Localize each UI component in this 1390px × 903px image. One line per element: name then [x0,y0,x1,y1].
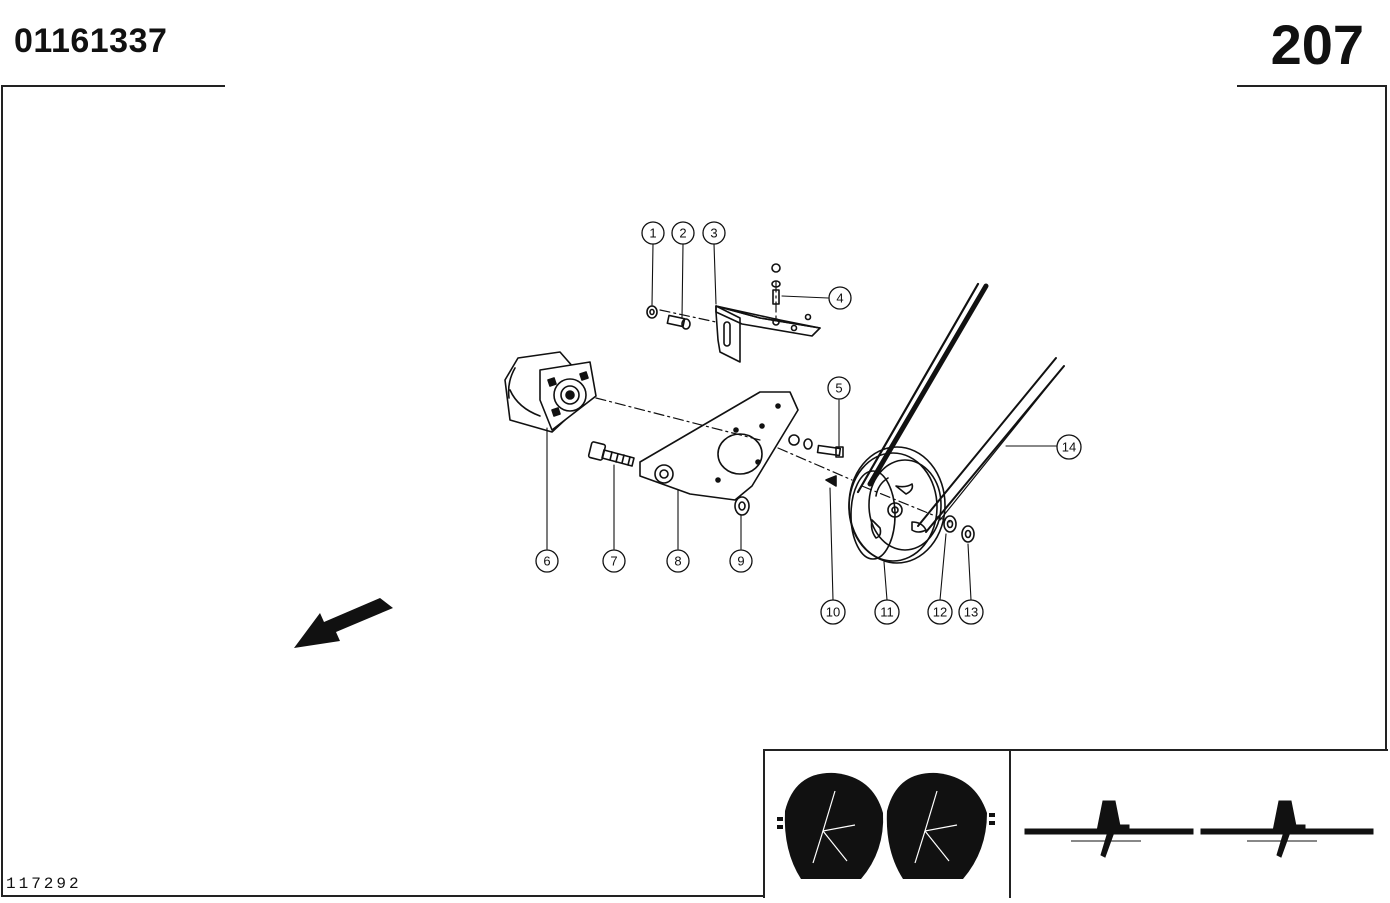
callout-10: 10 [820,599,846,625]
hardware-part-4 [771,263,781,305]
callout-9: 9 [729,549,753,573]
washer-part-1 [646,305,658,319]
callout-14: 14 [1056,434,1082,460]
callout-2: 2 [671,221,695,245]
callout-12: 12 [927,599,953,625]
callout-6: 6 [535,549,559,573]
callout-7: 7 [602,549,626,573]
washer-part-12 [943,515,957,533]
svg-text:1: 1 [649,226,656,241]
pulley-part-11 [848,446,946,564]
v-belt-part-14 [856,282,1065,533]
nut-part-9 [734,496,750,516]
angle-bracket-part-3 [715,305,821,363]
svg-text:5: 5 [835,381,842,396]
callout-5: 5 [827,376,851,400]
long-bolt-part-7 [587,441,635,467]
svg-text:2: 2 [679,226,686,241]
svg-text:7: 7 [610,554,617,569]
leader-lines [546,243,1058,601]
svg-text:8: 8 [674,554,681,569]
callout-3: 3 [702,221,726,245]
callouts: 1 2 3 4 5 6 7 8 9 10 11 12 13 14 [535,221,1082,625]
side-profile-illustration [1024,800,1374,858]
svg-text:12: 12 [933,605,947,620]
callout-11: 11 [874,599,900,625]
svg-text:9: 9 [737,554,744,569]
svg-text:3: 3 [710,226,717,241]
svg-text:4: 4 [836,291,843,306]
hydraulic-motor-part-6 [504,351,597,433]
svg-text:11: 11 [880,605,894,620]
document-number: 01161337 [14,22,168,60]
svg-text:14: 14 [1062,440,1076,455]
inset-disc-view [763,749,1010,898]
callout-13: 13 [958,599,984,625]
svg-text:10: 10 [826,605,840,620]
mounting-plate-part-8 [639,391,799,501]
svg-text:13: 13 [964,605,978,620]
callout-1: 1 [641,221,665,245]
bolt-part-2 [666,314,691,330]
bolt-part-5 [816,444,844,458]
page-number: 207 [1270,13,1364,76]
svg-text:6: 6 [543,554,550,569]
callout-8: 8 [666,549,690,573]
reference-code: 117292 [6,875,82,893]
key-part-10 [825,475,837,487]
header-rule-right [1237,85,1387,87]
inset-side-profile-view [1009,749,1388,898]
drawing-frame [1,86,1387,897]
nut-part-13 [961,525,975,543]
nut-washer-near-5 [788,434,813,450]
callout-4: 4 [828,286,852,310]
direction-arrow-icon [294,598,393,648]
header-rule-left [1,85,225,87]
disc-pair-illustration [777,772,995,879]
